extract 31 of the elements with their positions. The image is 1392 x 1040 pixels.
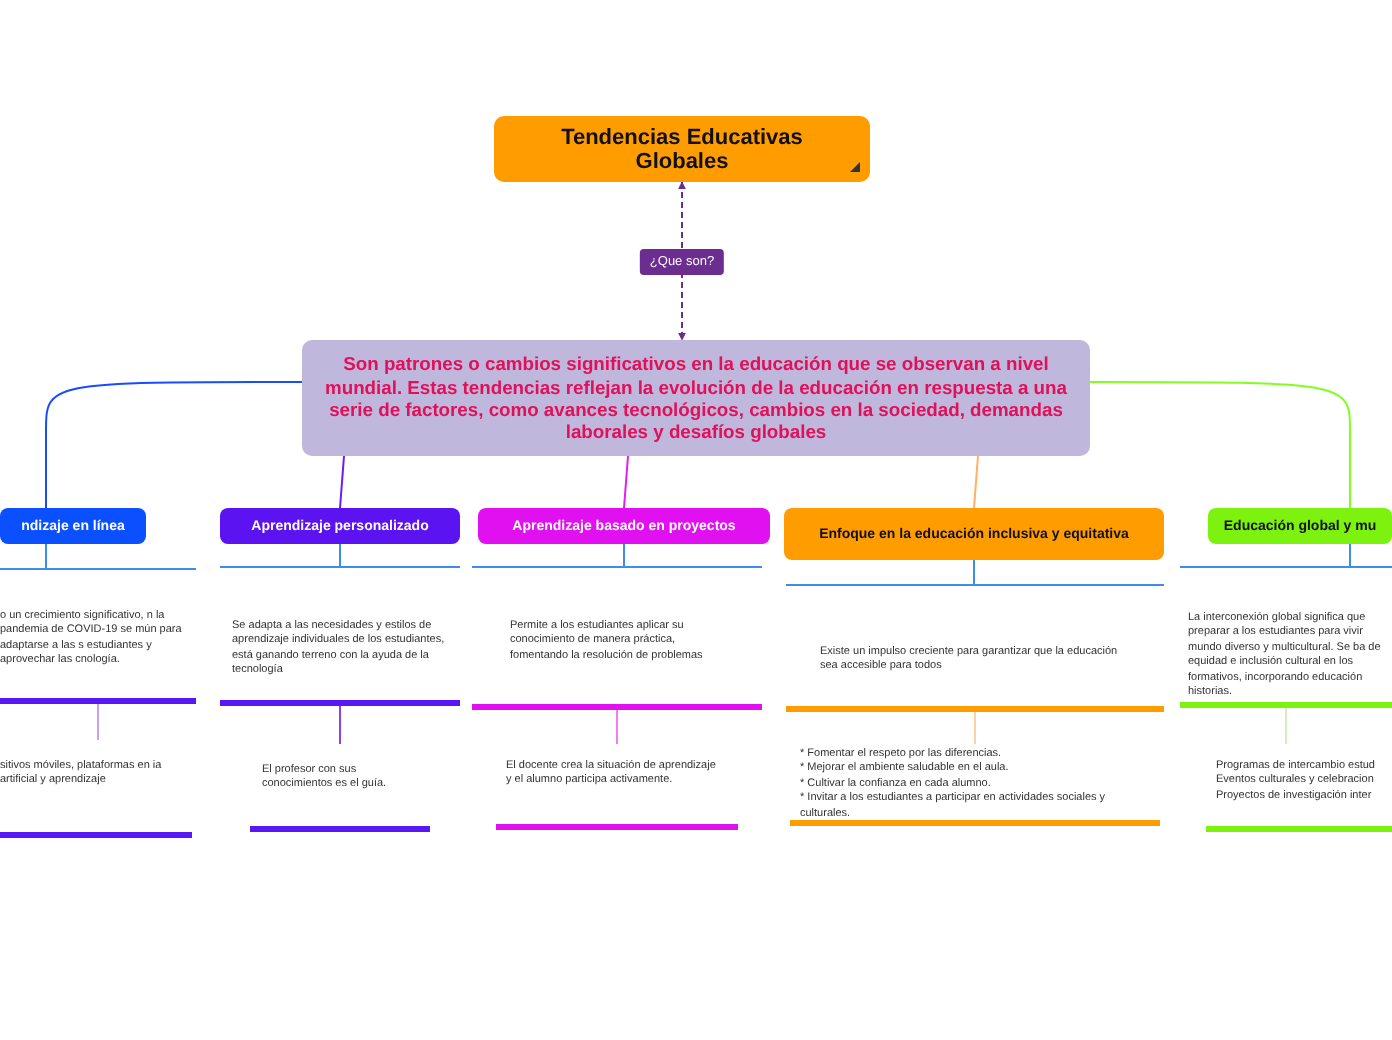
topic-box	[220, 508, 460, 544]
connector-line	[1089, 381, 1351, 509]
connector-line	[616, 709, 618, 745]
topic-box	[0, 508, 146, 544]
description-text: Son patrones o cambios significativos en la educación que se observan a nivel mundial. Estas tendencias reflejan la evolución de la educación en respuesta a una serie de factores, como avances tecnológicos, cambios en la sociedad, demandas laborales y desafíos globales	[323, 352, 1069, 444]
dashed-arrow	[678, 181, 686, 341]
connector-line	[339, 455, 345, 509]
note-block	[790, 744, 1160, 826]
connector-line	[45, 543, 47, 569]
connector-line	[45, 381, 303, 509]
connector-line	[339, 543, 341, 567]
connector-line	[974, 711, 976, 745]
connector-line	[97, 703, 99, 741]
topic-box	[784, 508, 1164, 560]
note-block	[472, 566, 762, 710]
connector-line	[973, 455, 979, 509]
title-text: Tendencias Educativas Globales	[559, 125, 805, 173]
topic-box	[478, 508, 770, 544]
connector-line	[973, 559, 975, 585]
connector-line	[339, 705, 341, 745]
topic-box	[1208, 508, 1392, 544]
connector-line	[1349, 543, 1351, 567]
note-block	[0, 568, 196, 704]
note-block	[220, 566, 460, 706]
connector-line	[623, 543, 625, 567]
title-box	[494, 116, 870, 182]
note-block	[786, 584, 1164, 712]
note-block	[1180, 566, 1392, 708]
description-box	[302, 340, 1090, 456]
connector-line	[1285, 707, 1287, 745]
connector-line	[623, 455, 629, 509]
